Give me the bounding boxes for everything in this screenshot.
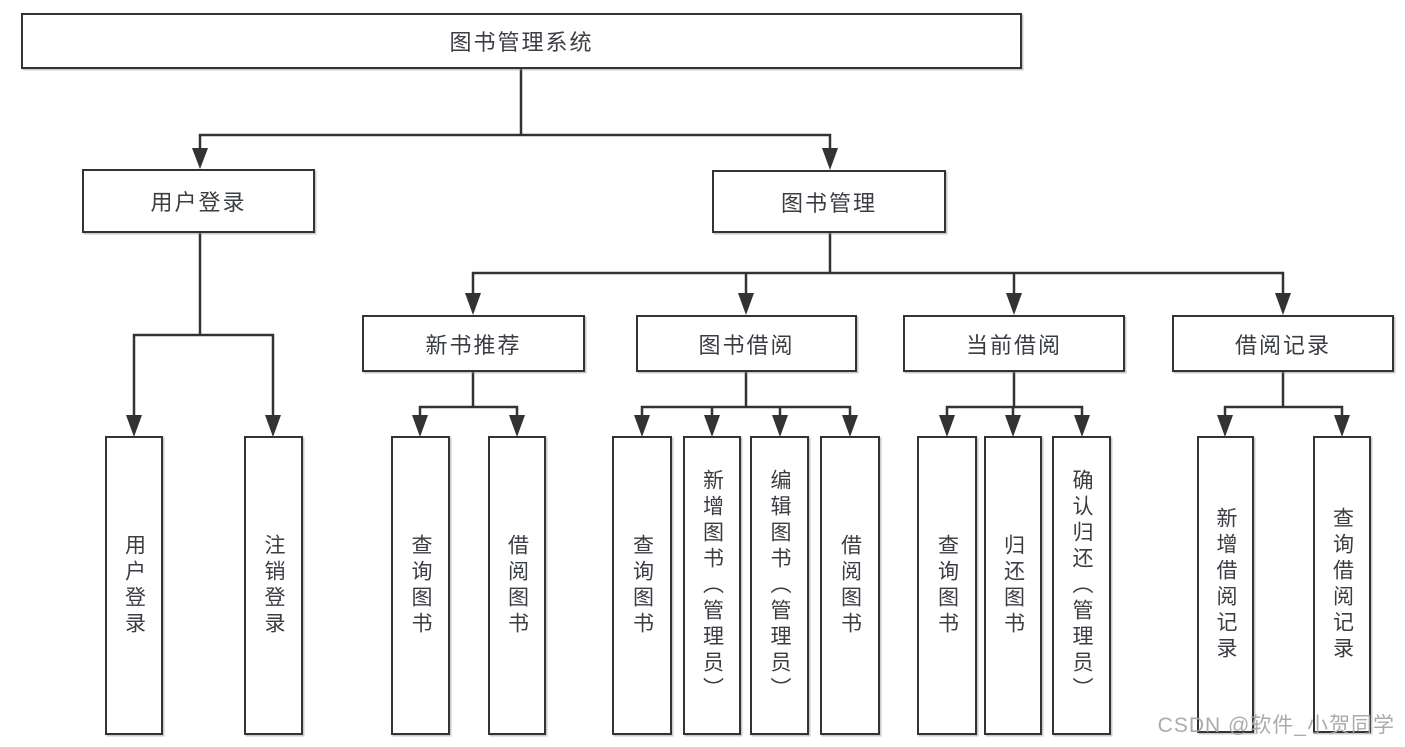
arrowhead (772, 415, 788, 437)
leaf-current-return-books: 归还图书 (984, 436, 1042, 735)
leaf-records-query-record: 查询借阅记录 (1313, 436, 1371, 733)
leaf-recommend-query-books: 查询图书 (391, 436, 450, 735)
node-root: 图书管理系统 (21, 13, 1022, 69)
arrowhead (1006, 293, 1022, 315)
arrowhead (1005, 415, 1021, 437)
arrowhead (412, 415, 428, 437)
leaf-label: 查询图书 (630, 533, 654, 638)
leaf-label: 确认归还（管理员） (1070, 468, 1093, 703)
arrowhead (704, 415, 720, 437)
leaf-label: 借阅图书 (505, 533, 529, 638)
leaf-label: 查询图书 (935, 533, 959, 638)
arrowhead (634, 415, 650, 437)
leaf-label: 新增借阅记录 (1214, 506, 1237, 663)
leaf-label: 查询借阅记录 (1330, 506, 1354, 663)
node-borrow-records: 借阅记录 (1172, 315, 1394, 372)
leaf-label: 归还图书 (1001, 533, 1025, 638)
arrowhead (738, 293, 754, 315)
leaf-borrow-add-books-admin: 新增图书（管理员） (683, 436, 741, 735)
node-current-borrow: 当前借阅 (903, 315, 1125, 372)
leaf-borrow-borrow-books: 借阅图书 (820, 436, 880, 735)
arrowhead (509, 415, 525, 437)
arrowhead (1275, 293, 1291, 315)
leaf-login-user-login: 用户登录 (105, 436, 163, 735)
arrowhead (842, 415, 858, 437)
leaf-recommend-borrow-books: 借阅图书 (488, 436, 546, 735)
leaf-borrow-query-books: 查询图书 (612, 436, 672, 735)
node-book-borrow: 图书借阅 (636, 315, 857, 372)
arrowhead (126, 415, 142, 437)
leaf-label: 新增图书（管理员） (700, 468, 724, 703)
arrowhead (465, 293, 481, 315)
arrowhead (192, 148, 208, 169)
node-book-management: 图书管理 (712, 170, 946, 233)
leaf-label: 用户登录 (122, 533, 146, 638)
leaf-current-query-books: 查询图书 (917, 436, 977, 735)
arrowhead (265, 415, 281, 437)
node-new-book-recommend: 新书推荐 (362, 315, 585, 372)
leaf-label: 编辑图书（管理员） (768, 468, 791, 703)
leaf-label: 注销登录 (262, 533, 285, 638)
leaf-borrow-edit-books-admin: 编辑图书（管理员） (750, 436, 809, 735)
leaf-label: 借阅图书 (838, 533, 862, 638)
csdn-watermark: CSDN @软件_小贺同学 (1157, 714, 1395, 737)
node-user-login: 用户登录 (82, 169, 315, 233)
leaf-records-add-record: 新增借阅记录 (1197, 436, 1254, 733)
arrowhead (1074, 415, 1090, 437)
arrowhead (1334, 415, 1350, 437)
arrowhead (822, 148, 838, 170)
leaf-current-confirm-return-admin: 确认归还（管理员） (1052, 436, 1111, 735)
arrowhead (939, 415, 955, 437)
leaf-login-logout: 注销登录 (244, 436, 303, 735)
leaf-label: 查询图书 (409, 533, 432, 638)
arrowhead (1217, 415, 1233, 437)
